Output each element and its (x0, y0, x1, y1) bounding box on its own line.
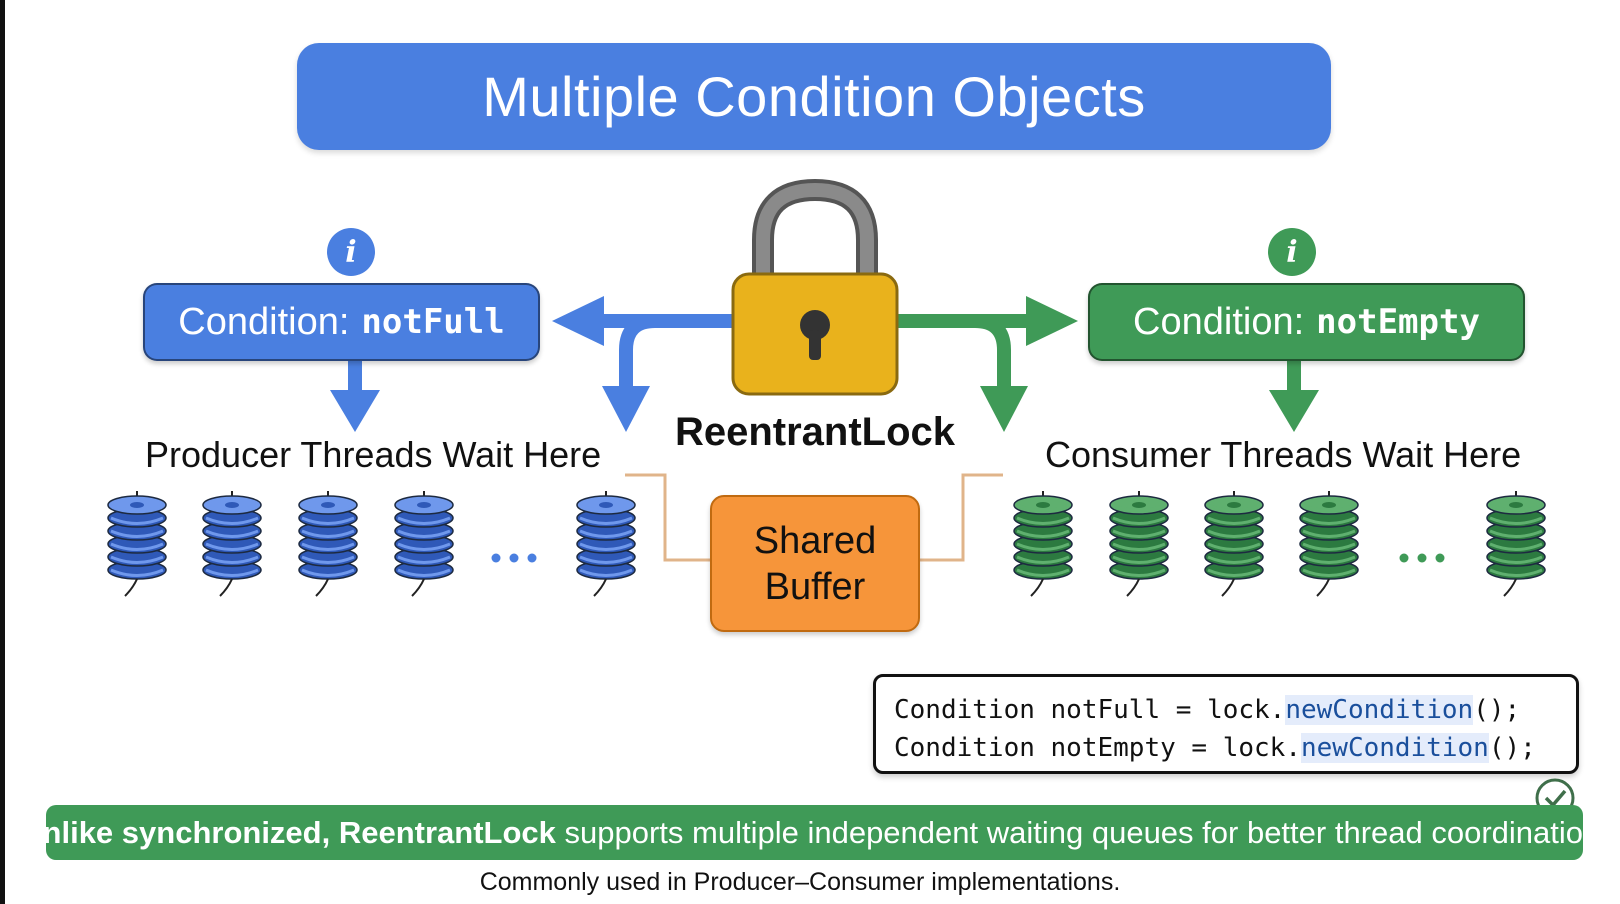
code-line-notempty: Condition notEmpty = lock.newCondition()… (894, 729, 1576, 767)
thread-coil-icon (1109, 491, 1169, 597)
thread-coil-icon (394, 491, 454, 597)
caption: Commonly used in Producer–Consumer imple… (479, 868, 1121, 896)
padlock-icon (731, 178, 899, 396)
thread-coil-icon (1486, 491, 1546, 597)
banner-bold-synchronized: Unlike synchronized, (20, 814, 331, 850)
notfull-down-arrow (330, 358, 380, 432)
thread-coil-icon (298, 491, 358, 597)
ellipsis-dot (1417, 553, 1427, 563)
thread-coil-icon (202, 491, 262, 597)
condition-notfull-box: Condition: notFull (143, 283, 540, 361)
notempty-info-icon[interactable]: i (1268, 228, 1316, 276)
left-buffer-connector (625, 473, 710, 562)
shared-buffer-line2: Buffer (764, 565, 866, 608)
consumer-wait-label: Consumer Threads Wait Here (1045, 434, 1522, 475)
thread-coil-icon (1204, 491, 1264, 597)
producer-wait-label: Producer Threads Wait Here (145, 434, 602, 475)
code-line2-prefix: Condition notEmpty = lock. (894, 733, 1301, 763)
condition-notempty-box: Condition: notEmpty (1088, 283, 1525, 361)
consumer-ellipsis (1399, 553, 1445, 563)
left-edge-strip (0, 0, 5, 904)
code-line1-method: newCondition (1285, 695, 1474, 725)
code-line1-prefix: Condition notFull = lock. (894, 695, 1286, 725)
banner-text: supports multiple independent waiting qu… (564, 814, 1609, 850)
thread-coil-icon (1013, 491, 1073, 597)
code-line-notfull: Condition notFull = lock.newCondition(); (894, 691, 1576, 729)
right-buffer-connector (916, 473, 1003, 562)
lock-to-notfull-arrow (552, 296, 734, 432)
ellipsis-dot (1399, 553, 1409, 563)
ellipsis-dot (491, 553, 501, 563)
ellipsis-dot (1435, 553, 1445, 563)
condition-notempty-label: Condition: (1133, 300, 1305, 343)
summary-banner: Unlike synchronized, ReentrantLock suppo… (20, 805, 1609, 860)
ellipsis-dot (509, 553, 519, 563)
condition-notfull-label: Condition: (178, 300, 350, 343)
title-banner: Multiple Condition Objects (297, 43, 1331, 150)
code-line2-suffix: (); (1488, 733, 1536, 763)
banner-bold-reentrantlock: ReentrantLock (338, 814, 556, 850)
condition-notempty-name: notEmpty (1316, 302, 1480, 342)
lock-label: ReentrantLock (674, 410, 956, 454)
shared-buffer-box: Shared Buffer (710, 495, 920, 632)
consumer-thread-queue (1013, 491, 1546, 597)
page-title: Multiple Condition Objects (482, 65, 1146, 128)
thread-coil-icon (576, 491, 636, 597)
ellipsis-dot (527, 553, 537, 563)
notfull-info-icon[interactable]: i (327, 228, 375, 276)
lock-to-notempty-arrow (895, 296, 1078, 432)
code-snippet: Condition notFull = lock.newCondition();… (873, 674, 1579, 774)
notempty-down-arrow (1269, 358, 1319, 432)
shared-buffer-line1: Shared (753, 519, 877, 562)
producer-thread-queue (107, 491, 636, 597)
thread-coil-icon (1299, 491, 1359, 597)
producer-ellipsis (491, 553, 537, 563)
thread-coil-icon (107, 491, 167, 597)
code-line2-method: newCondition (1301, 733, 1489, 763)
condition-notfull-name: notFull (361, 302, 505, 342)
code-line1-suffix: (); (1473, 695, 1521, 725)
